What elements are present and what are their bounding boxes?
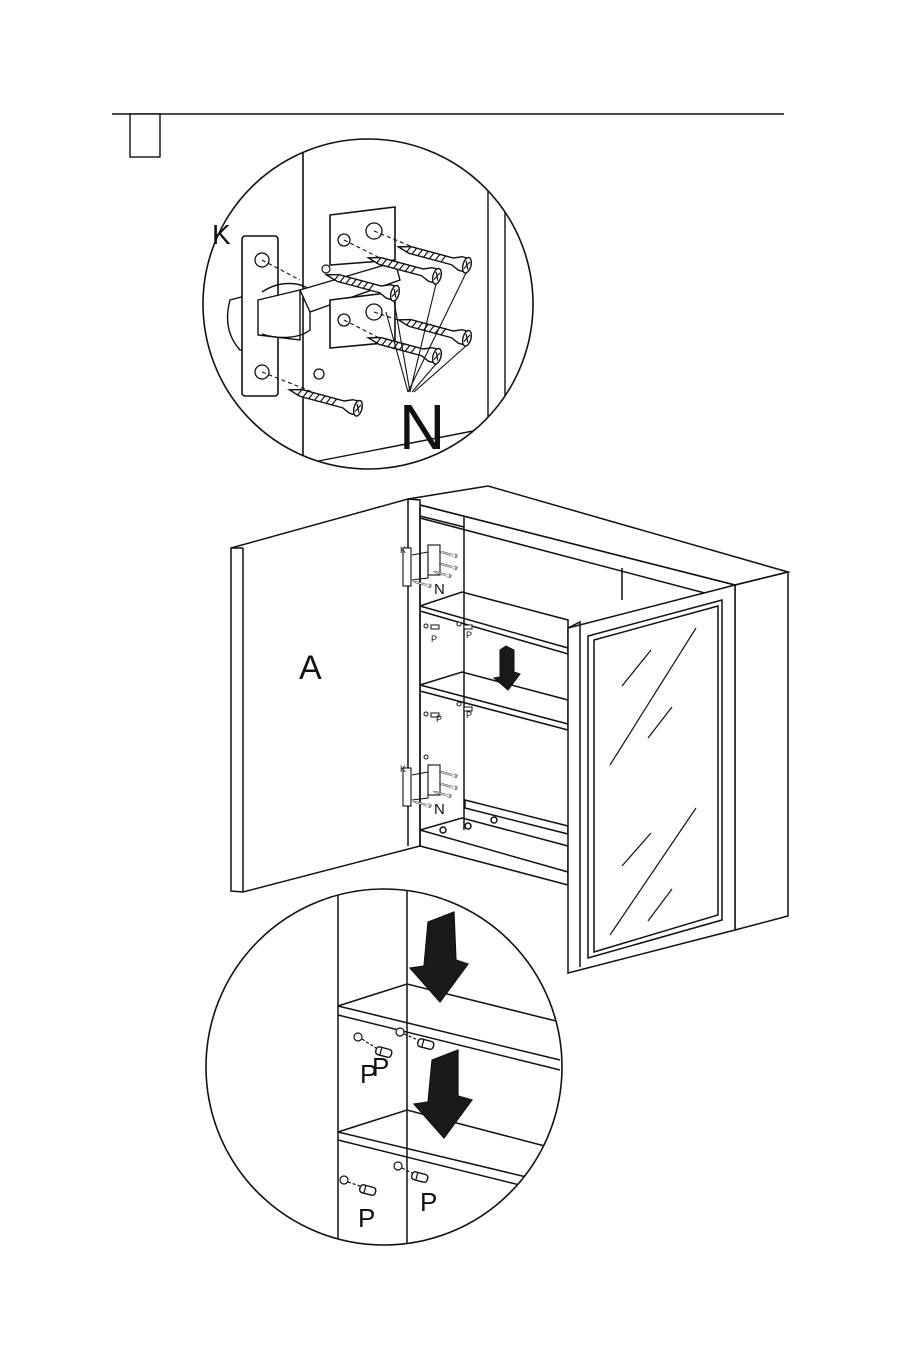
pin-label-P-2: P <box>372 1052 389 1082</box>
small-pin-label-4: P <box>466 710 472 720</box>
small-pin-label-2: P <box>466 630 472 640</box>
small-pin-label-3: P <box>436 714 442 724</box>
pin-label-P-3: P <box>358 1203 375 1233</box>
pin-label-P-4: P <box>420 1187 437 1217</box>
door-label-A: A <box>299 649 322 687</box>
small-hinge-upper-label-K: K <box>400 545 406 555</box>
hinge-upper <box>403 545 458 588</box>
small-hinge-lower-label-K: K <box>400 764 406 774</box>
small-hinge-lower-label-N: N <box>434 801 445 818</box>
mirror-door-right <box>568 585 735 973</box>
shelf-pin-detail-callout: P P P P <box>206 880 562 1260</box>
door-A <box>231 499 420 892</box>
small-pin-label-1: P <box>431 634 437 644</box>
hinge-label-K: K <box>212 219 231 250</box>
cabinet-assembly <box>231 486 788 973</box>
hinge-lower <box>403 765 458 808</box>
step-number-box <box>130 114 160 157</box>
hinge-detail-callout: K N <box>203 130 540 480</box>
screw-label-N: N <box>399 391 445 463</box>
shelf-insert-arrow <box>494 646 520 690</box>
small-hinge-upper-label-N: N <box>434 581 445 598</box>
